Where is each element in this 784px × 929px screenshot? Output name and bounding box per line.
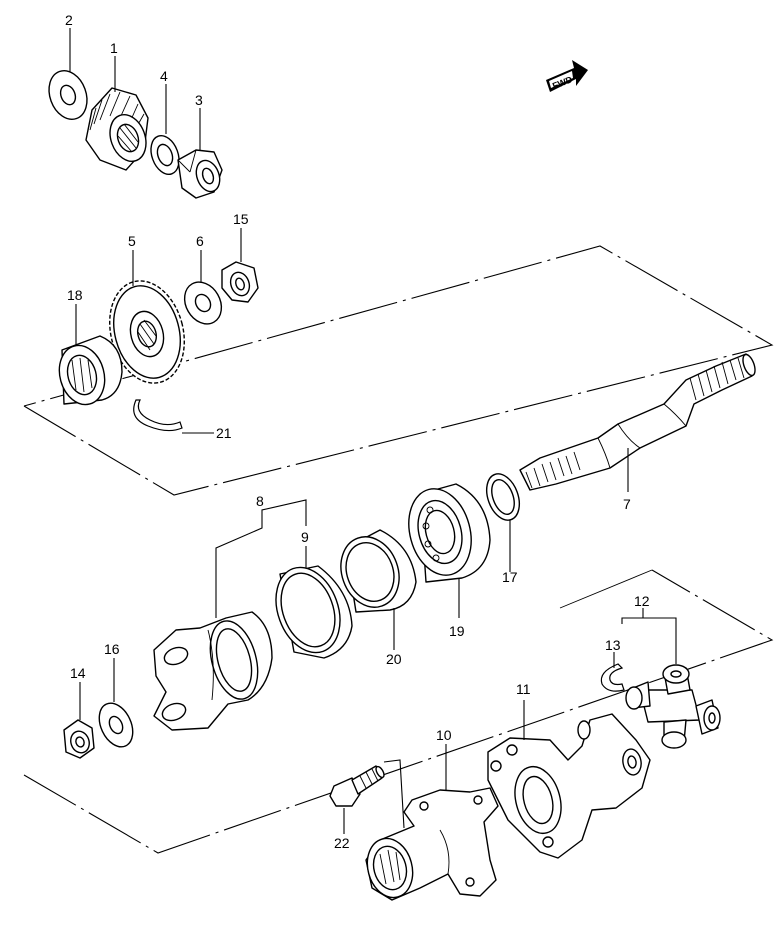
lower-assembly-frame xyxy=(23,569,774,854)
part-21-snap-ring xyxy=(133,399,183,432)
part-3-nut xyxy=(177,149,223,199)
callout-8: 8 xyxy=(256,493,264,509)
callout-18: 18 xyxy=(67,287,83,303)
callout-5: 5 xyxy=(128,233,136,249)
part-7-output-shaft xyxy=(519,353,756,491)
callout-13: 13 xyxy=(605,637,621,653)
part-1-bevel-gear xyxy=(85,87,149,171)
lower-frame-edge xyxy=(559,569,653,609)
part-22-bolt xyxy=(329,765,385,807)
callout-12: 12 xyxy=(634,593,650,609)
upper-assembly-frame xyxy=(23,245,774,496)
callout-14: 14 xyxy=(70,665,86,681)
callout-11: 11 xyxy=(516,681,531,697)
callout-7: 7 xyxy=(623,496,631,512)
part-10-companion-flange xyxy=(365,787,499,901)
callout-17: 17 xyxy=(502,569,518,585)
callout-20: 20 xyxy=(386,651,402,667)
part-15-nut xyxy=(221,261,259,303)
part-12-universal-joint xyxy=(625,664,721,749)
callout-9: 9 xyxy=(301,529,309,545)
part-18-needle-bearing xyxy=(58,335,123,406)
part-11-flange-yoke xyxy=(487,713,651,859)
callout-22: 22 xyxy=(334,835,350,851)
part-2-washer xyxy=(48,70,88,120)
callout-21: 21 xyxy=(216,425,232,441)
part-6-washer xyxy=(183,281,223,325)
callout-16: 16 xyxy=(104,641,120,657)
part-16-washer xyxy=(98,702,134,748)
part-20-oil-seal xyxy=(340,529,417,613)
callout-15: 15 xyxy=(233,211,249,227)
callout-4: 4 xyxy=(160,68,168,84)
callout-19: 19 xyxy=(449,623,465,639)
callout-10: 10 xyxy=(436,727,452,743)
part-4-washer xyxy=(150,134,180,176)
part-5-drive-gear xyxy=(109,280,185,384)
fwd-arrow-icon: FWD xyxy=(546,60,588,92)
part-19-ball-bearing xyxy=(408,483,491,583)
callout-6: 6 xyxy=(196,233,204,249)
callout-3: 3 xyxy=(195,92,203,108)
callout-2: 2 xyxy=(65,12,73,28)
callout-labels: 2 1 4 3 5 6 15 18 21 7 8 9 17 19 20 12 1… xyxy=(65,12,650,851)
part-17-seal-ring xyxy=(485,473,521,521)
part-14-nut xyxy=(63,719,95,759)
callout-1: 1 xyxy=(110,40,118,56)
part-13-circlip xyxy=(600,663,625,692)
part-9-dust-seal xyxy=(275,565,353,659)
leader-lines xyxy=(69,28,677,834)
part-8-yoke-flange xyxy=(153,611,273,731)
